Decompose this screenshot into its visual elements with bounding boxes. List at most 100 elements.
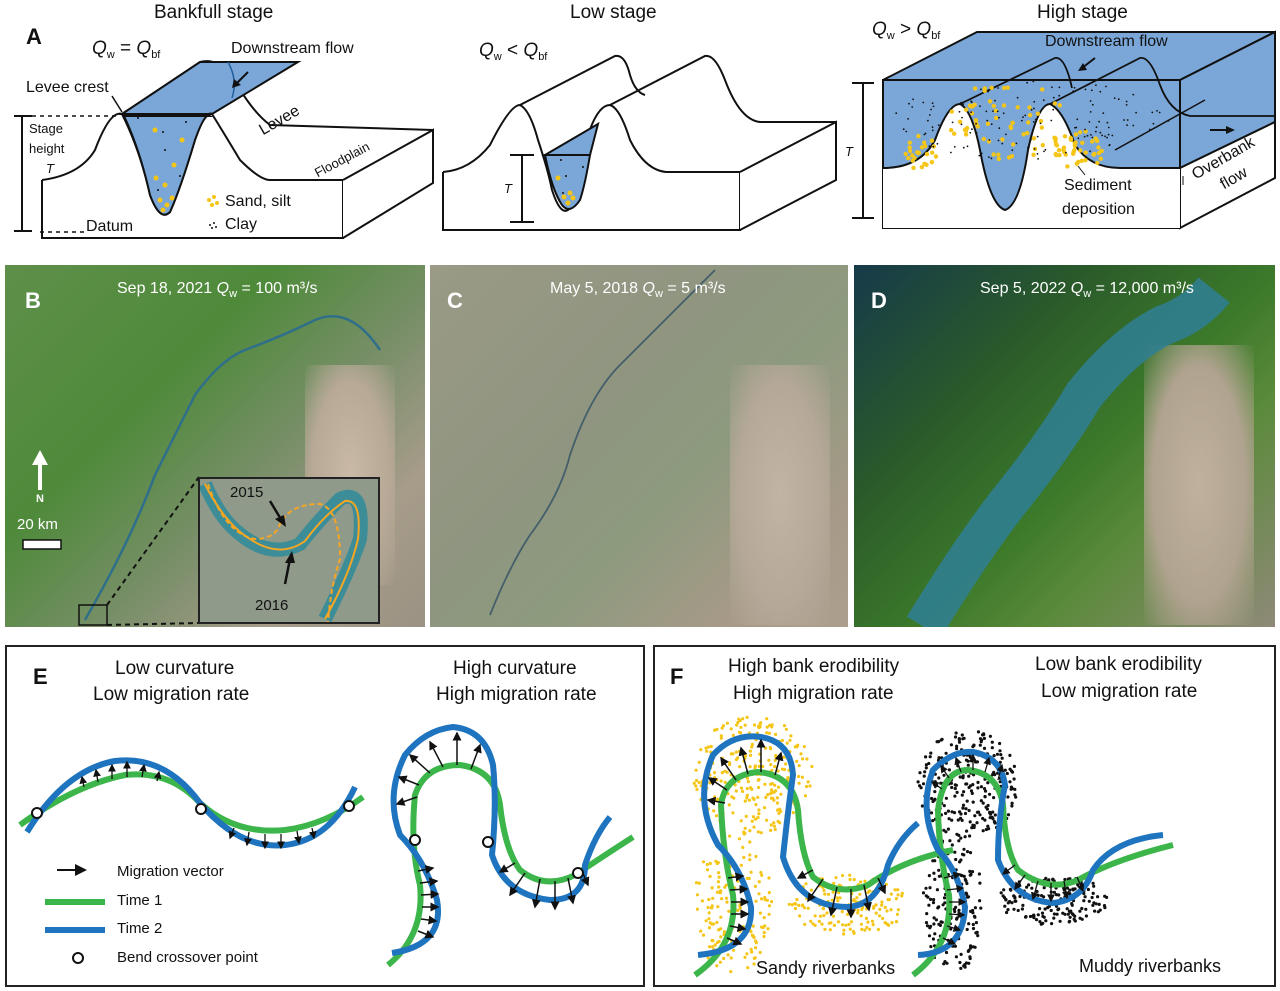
particle [995, 752, 1000, 756]
particle [759, 721, 763, 725]
particle [950, 810, 954, 814]
water-surface [118, 61, 302, 115]
particle [964, 758, 969, 762]
particle [760, 873, 764, 877]
particle [721, 724, 725, 728]
particle [936, 906, 940, 910]
particle [1033, 148, 1036, 150]
particle [736, 720, 740, 725]
particle [999, 891, 1003, 895]
particle [902, 128, 905, 131]
particle [1018, 894, 1022, 899]
particle [765, 898, 769, 902]
particle [705, 862, 709, 867]
particle [871, 923, 875, 927]
particle [860, 927, 864, 931]
particle [723, 885, 727, 889]
particle [928, 114, 931, 116]
panel-b-caption: Sep 18, 2021 Qw = 100 m³/s [117, 280, 318, 300]
particle [1006, 795, 1010, 799]
particle [986, 119, 989, 122]
particle [1092, 884, 1096, 888]
particle [1025, 130, 1030, 136]
particle [880, 903, 884, 907]
particle [768, 792, 772, 796]
particle [979, 799, 983, 803]
particle [912, 98, 914, 101]
particle [848, 877, 852, 882]
particle [992, 754, 996, 758]
particle [1006, 908, 1010, 912]
particle [927, 934, 932, 938]
particle [1032, 80, 1035, 83]
particle [1026, 120, 1031, 125]
particle [759, 871, 763, 875]
particle [949, 109, 954, 114]
high-t-label: T [845, 144, 853, 159]
particle [711, 922, 716, 926]
particle [1016, 96, 1019, 99]
particle [1092, 901, 1096, 905]
particle [896, 888, 900, 892]
particle [998, 127, 1001, 130]
particle [1015, 142, 1018, 145]
particle [756, 815, 760, 820]
particle [1012, 764, 1016, 768]
particle [754, 946, 758, 950]
particle [895, 112, 898, 115]
legend-clay: Clay [225, 216, 258, 233]
particle [962, 736, 966, 740]
particle [1073, 86, 1076, 89]
particle [932, 871, 936, 875]
particle [809, 888, 813, 892]
particle [988, 810, 992, 814]
particle [986, 781, 990, 785]
particle [1005, 85, 1010, 90]
particle [1069, 909, 1073, 913]
particle [937, 874, 941, 878]
particle [1054, 893, 1058, 897]
particle [720, 897, 724, 901]
particle [955, 832, 959, 836]
particle [962, 874, 966, 878]
particle [695, 787, 699, 792]
particle [1012, 907, 1016, 911]
particle [907, 148, 913, 154]
particle [773, 758, 777, 762]
particle [1050, 119, 1053, 122]
particle [1010, 804, 1014, 808]
bankfull-title: Bankfull stage [154, 2, 274, 23]
particle [971, 911, 975, 915]
particle [1062, 134, 1068, 139]
particle [803, 922, 807, 926]
particle [707, 911, 711, 915]
particle [1058, 94, 1061, 97]
particle [773, 783, 777, 787]
particle [931, 901, 936, 905]
particle [1107, 126, 1110, 129]
particle [797, 764, 801, 768]
particle [931, 102, 934, 105]
particle [1021, 132, 1026, 137]
panel-e-letter: E [33, 664, 48, 689]
particle [1113, 97, 1116, 99]
particle [987, 99, 993, 104]
particle [1062, 886, 1066, 890]
particle [933, 932, 937, 936]
particle [799, 752, 803, 756]
particle [808, 784, 812, 788]
particle [927, 874, 931, 878]
particle [1040, 143, 1045, 148]
particle [1099, 90, 1102, 93]
particle [863, 928, 867, 932]
particle [832, 881, 836, 885]
particle [1111, 134, 1114, 137]
particle [981, 801, 985, 805]
particle [973, 906, 977, 910]
particle [967, 948, 971, 952]
particle [959, 966, 963, 970]
particle [757, 778, 761, 782]
particle [1061, 911, 1065, 915]
particle [967, 103, 973, 108]
particle [980, 88, 982, 91]
